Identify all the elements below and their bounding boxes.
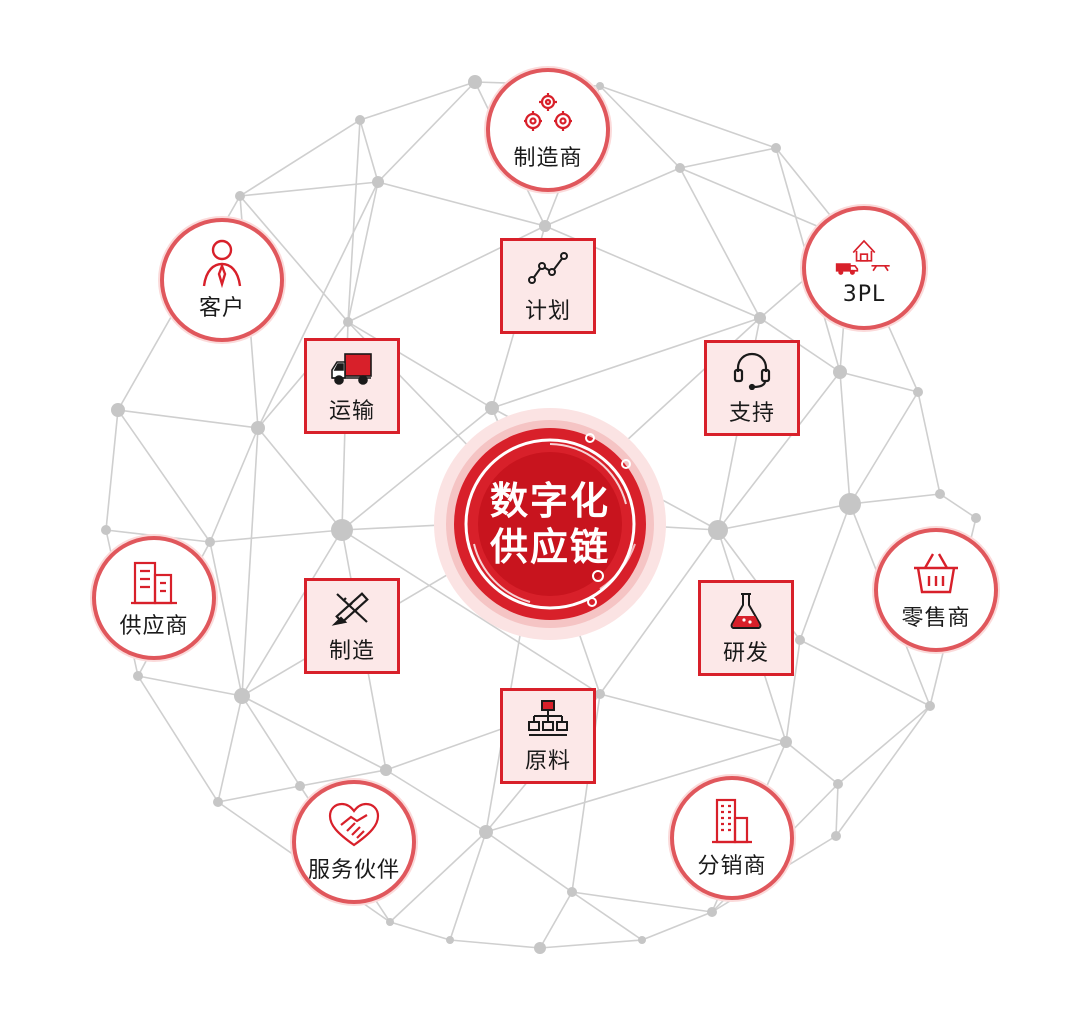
person-icon [193, 238, 251, 288]
node-support: 支持 [704, 340, 800, 436]
center-title-line2: 供应链 [489, 525, 610, 569]
node-manufacturer: 制造商 [486, 68, 610, 192]
node-manufacturing-label: 制造 [328, 639, 375, 664]
node-retailer-label: 零售商 [901, 606, 971, 631]
node-service-partner: 服务伙伴 [292, 780, 416, 904]
headset-icon [729, 349, 775, 391]
node-manufacturer-label: 制造商 [513, 146, 583, 171]
node-3pl: 3PL [802, 206, 926, 330]
node-customer-label: 客户 [198, 296, 245, 321]
node-plan-label: 计划 [524, 299, 571, 324]
center-title: 数字化 供应链 [430, 404, 670, 644]
center-ring-icon [434, 408, 666, 640]
node-3pl-label: 3PL [842, 281, 886, 307]
node-plan: 计划 [500, 238, 596, 334]
hierarchy-icon [525, 697, 571, 739]
node-manufacturing: 制造 [304, 578, 400, 674]
handshake-heart-icon [325, 800, 383, 850]
flask-icon [723, 589, 769, 631]
node-rnd-label: 研发 [722, 641, 769, 666]
node-retailer: 零售商 [874, 528, 998, 652]
node-support-label: 支持 [728, 401, 775, 426]
node-supplier: 供应商 [92, 536, 216, 660]
center-hub: 数字化 供应链 [430, 404, 670, 644]
node-customer: 客户 [160, 218, 284, 342]
node-service-partner-label: 服务伙伴 [307, 858, 400, 883]
node-distributor: 分销商 [670, 776, 794, 900]
basket-icon [907, 548, 965, 598]
node-materials: 原料 [500, 688, 596, 784]
gears-icon [519, 88, 577, 138]
warehouse-truck-icon [835, 230, 893, 280]
truck-icon [329, 347, 375, 389]
node-distributor-label: 分销商 [697, 854, 767, 879]
node-rnd: 研发 [698, 580, 794, 676]
line-trend-icon [525, 247, 571, 289]
office-building-icon [703, 796, 761, 846]
node-transport-label: 运输 [328, 399, 375, 424]
buildings-icon [125, 556, 183, 606]
node-transport: 运输 [304, 338, 400, 434]
center-title-line1: 数字化 [489, 479, 610, 523]
node-materials-label: 原料 [524, 749, 571, 774]
ruler-pencil-icon [329, 587, 375, 629]
node-supplier-label: 供应商 [119, 614, 189, 639]
